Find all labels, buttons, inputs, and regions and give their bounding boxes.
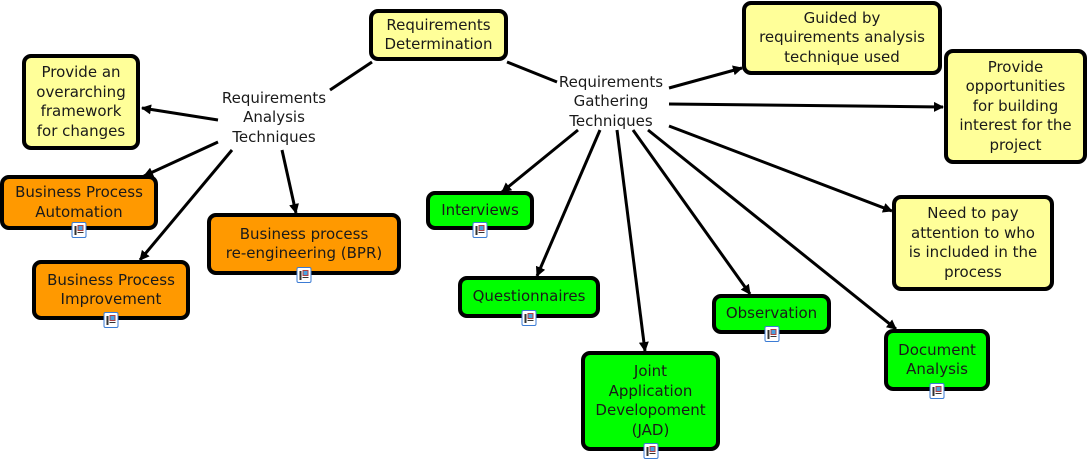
node-label: Requirements Determination [384,15,493,54]
edge-req-gathering-to-document-analysis [647,128,897,331]
node-pay-attention-who-included[interactable]: Need to pay attention to who is included… [892,195,1054,291]
resource-document-icon[interactable] [764,326,779,342]
node-requirements-determination[interactable]: Requirements Determination [369,9,508,61]
resource-document-icon[interactable] [103,312,119,328]
node-guided-by-analysis-technique[interactable]: Guided by requirements analysis techniqu… [742,1,942,75]
node-label: Requirements Gathering Techniques [558,72,664,130]
edge-req-determination-to-req-gathering [506,60,558,84]
edge-req-analysis-to-bp-improvement [138,149,234,261]
node-label: Provide opportunities for building inter… [959,57,1072,154]
edge-req-analysis-to-bp-automation [143,140,219,178]
edge-req-gathering-to-questionnaires [535,129,602,277]
node-label: Interviews [441,200,519,219]
edge-req-analysis-to-bpr [280,149,299,214]
resource-document-icon[interactable] [643,443,658,459]
node-label: Provide an overarching framework for cha… [36,63,126,140]
resource-document-icon[interactable] [521,310,537,326]
node-label: Document Analysis [898,340,976,379]
node-document-analysis[interactable]: Document Analysis [884,329,990,399]
node-label: Business process re-engineering (BPR) [225,224,383,263]
edge-req-gathering-to-pay-attention [668,124,893,213]
resource-document-icon[interactable] [929,383,945,399]
node-observation[interactable]: Observation [712,294,831,342]
node-business-process-automation[interactable]: Business Process Automation [0,175,158,238]
node-label: Business Process Automation [15,183,143,221]
node-label: Business Process Improvement [47,270,175,309]
edge-req-gathering-to-jad [615,129,649,352]
node-interviews[interactable]: Interviews [426,191,534,238]
resource-document-icon[interactable] [472,222,488,238]
edge-req-gathering-to-interviews [501,128,579,194]
resource-document-icon[interactable] [296,267,312,283]
node-questionnaires[interactable]: Questionnaires [458,276,600,326]
node-label: Need to pay attention to who is included… [908,204,1038,281]
node-opportunities-building-interest[interactable]: Provide opportunities for building inter… [944,49,1087,164]
edge-req-gathering-to-guided-by [668,65,743,90]
node-label: Requirements Analysis Techniques [221,88,327,146]
edge-req-gathering-to-opportunities [668,101,944,112]
node-label: Observation [725,304,818,323]
resource-document-icon[interactable] [71,222,87,238]
node-label: Joint Application Developoment (JAD) [595,362,706,439]
edge-req-gathering-to-observation [631,129,752,295]
node-label: Questionnaires [472,287,586,306]
node-requirements-gathering-techniques[interactable]: Requirements Gathering Techniques [551,72,671,132]
node-joint-application-development[interactable]: Joint Application Developoment (JAD) [581,351,720,459]
edge-req-determination-to-req-analysis [329,60,373,92]
edge-req-analysis-to-overarching-framework [141,104,219,122]
node-label: Guided by requirements analysis techniqu… [759,8,925,66]
node-requirements-analysis-techniques[interactable]: Requirements Analysis Techniques [213,88,335,148]
node-overarching-framework[interactable]: Provide an overarching framework for cha… [22,54,140,150]
node-business-process-reengineering[interactable]: Business process re-engineering (BPR) [207,213,401,283]
node-business-process-improvement[interactable]: Business Process Improvement [32,260,190,328]
